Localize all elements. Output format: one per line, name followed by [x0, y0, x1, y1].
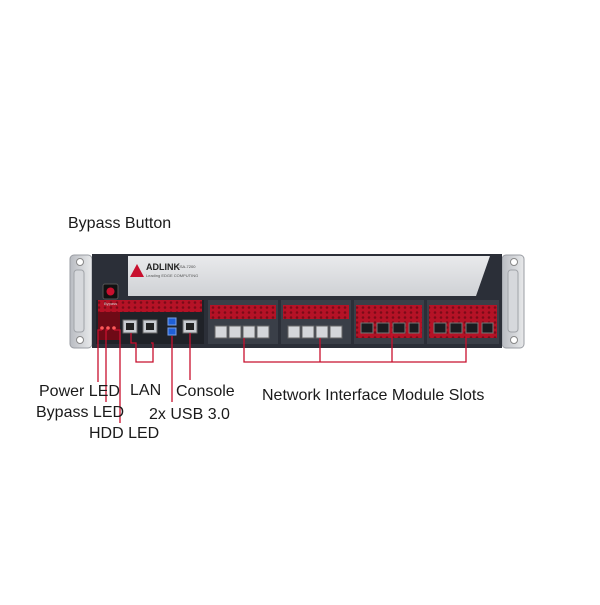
label-nim-slots: Network Interface Module Slots: [262, 387, 485, 404]
label-power-led: Power LED: [39, 383, 120, 400]
io-red-strip: [98, 300, 202, 312]
lan-port-2[interactable]: [142, 319, 158, 334]
brand-name: ADLINK: [146, 262, 180, 272]
label-hdd-led: HDD LED: [89, 425, 160, 442]
usb-port-1[interactable]: [167, 317, 177, 326]
bypass-button[interactable]: [102, 283, 119, 300]
io-red-strip-lower: [98, 312, 120, 340]
label-console: Console: [176, 383, 235, 400]
brand-tagline: Leading EDGE COMPUTING: [146, 273, 199, 278]
label-lan: LAN: [130, 382, 162, 399]
nim-slot-2: [281, 300, 351, 344]
model-number: CSA-7200: [177, 264, 196, 269]
console-port[interactable]: [182, 319, 198, 334]
power-led-icon: [100, 326, 104, 330]
label-usb: 2x USB 3.0: [149, 406, 230, 423]
bypass-led-icon: [106, 326, 110, 330]
lan-port-1[interactable]: [122, 319, 138, 334]
top-panel: [128, 256, 490, 296]
left-rack-ear: [69, 254, 93, 349]
nim-slot-1: [208, 300, 278, 344]
nim-slot-3: [354, 300, 424, 344]
right-rack-ear: [501, 254, 525, 349]
hdd-led-icon: [112, 326, 116, 330]
usb-port-2[interactable]: [167, 327, 177, 336]
bypass-button-caption: Bypass: [104, 301, 118, 306]
label-bypass-led: Bypass LED: [36, 404, 125, 421]
brand-logo-icon: [130, 264, 144, 277]
callout-lines: [97, 329, 467, 423]
nim-slot-4: [427, 300, 499, 344]
label-bypass-button: Bypass Button: [68, 215, 172, 232]
